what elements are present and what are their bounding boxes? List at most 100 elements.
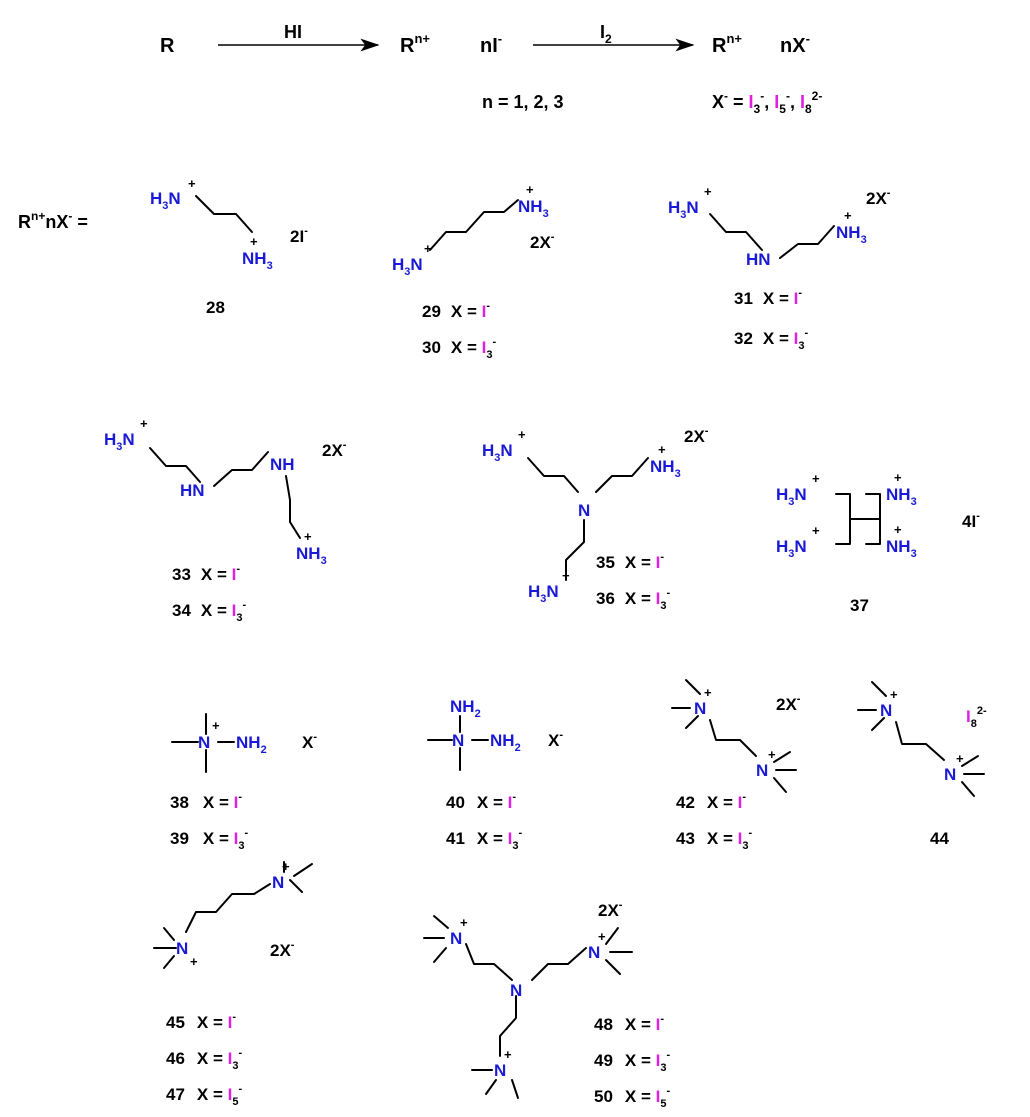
n-center: N <box>452 731 464 750</box>
reactant-r: R <box>160 35 175 57</box>
amine-h3n-2: H3N <box>776 537 807 560</box>
amine-nh3-1: NH3 <box>886 485 917 508</box>
counterion: X- <box>548 729 563 750</box>
svg-text:+: + <box>504 1047 512 1062</box>
amine-nh3: NH3 <box>836 223 867 246</box>
svg-text:+: + <box>844 208 852 223</box>
n-quat-1: N <box>694 699 706 718</box>
n-quat-3: N <box>494 1061 506 1080</box>
svg-text:+: + <box>562 568 570 583</box>
svg-text:+: + <box>424 241 432 256</box>
n-center: N <box>510 981 522 1000</box>
counterion: 2X- <box>270 939 295 960</box>
amine-h3n-1: H3N <box>776 485 807 508</box>
n-quat-2: N <box>944 765 956 784</box>
label-28: 28 <box>206 298 225 317</box>
amine-n: N <box>578 501 590 520</box>
amine-nh2: NH2 <box>490 731 521 754</box>
svg-text:+: + <box>812 523 820 538</box>
n-quat-1: N <box>450 929 462 948</box>
amine-h3n: H3N <box>150 189 181 212</box>
amine-nh3: NH3 <box>242 249 273 272</box>
svg-text:+: + <box>304 529 312 544</box>
amine-nh3-2: NH3 <box>886 537 917 560</box>
amine-nh3: NH3 <box>518 197 549 220</box>
amine-nh3: NH3 <box>650 457 681 480</box>
n-quat-2: N <box>588 943 600 962</box>
counterion: X- <box>302 731 317 752</box>
anion-ni: nI- <box>480 31 502 57</box>
svg-text:+: + <box>460 915 468 930</box>
amine-hn: HN <box>180 481 205 500</box>
lhs-label: Rn+nX- = <box>18 209 88 232</box>
svg-text:+: + <box>250 234 258 249</box>
compound-28: H3N + NH3 + 2I- 28 <box>150 176 308 317</box>
label-37: 37 <box>850 596 869 615</box>
counterion: 2X- <box>776 693 801 714</box>
cation-r: Rn+ <box>400 31 430 57</box>
svg-text:+: + <box>518 427 526 442</box>
n-quat-1: N <box>880 701 892 720</box>
reagent-hi: HI <box>284 22 302 42</box>
x-values: X- = I3-, I5-, I82- <box>712 89 822 116</box>
n-quat-2: N <box>176 939 188 958</box>
amine-nh3: NH3 <box>296 544 327 567</box>
svg-text:+: + <box>956 751 964 766</box>
svg-text:+: + <box>890 687 898 702</box>
svg-text:+: + <box>658 442 666 457</box>
amine-h3n-bottom: H3N <box>528 582 559 605</box>
counterion: 4I- <box>962 510 980 531</box>
n-quat-2: N <box>756 761 768 780</box>
svg-text:+: + <box>526 182 534 197</box>
svg-text:+: + <box>598 929 606 944</box>
svg-text:+: + <box>282 859 290 874</box>
amine-nh: NH <box>270 455 295 474</box>
amine-hn: HN <box>746 250 771 269</box>
reagent-i2: I2 <box>600 22 612 46</box>
counterion: I82- <box>966 705 987 730</box>
counterion: 2X- <box>322 439 347 460</box>
counterion: 2X- <box>866 187 891 208</box>
counterion: 2X- <box>530 231 555 252</box>
compound-37: H3N + H3N + NH3 + NH3 + 4I- 37 <box>776 470 980 615</box>
amine-nh2: NH2 <box>236 733 267 756</box>
svg-text:+: + <box>212 718 220 733</box>
amine-h3n: H3N <box>104 430 135 453</box>
label-44: 44 <box>930 829 949 848</box>
svg-text:+: + <box>188 176 196 191</box>
amine-h3n: H3N <box>668 198 699 221</box>
counterion: 2X- <box>684 425 709 446</box>
svg-text:+: + <box>140 416 148 431</box>
svg-text:+: + <box>768 747 776 762</box>
amine-h3n: H3N <box>392 255 423 278</box>
svg-text:+: + <box>704 685 712 700</box>
